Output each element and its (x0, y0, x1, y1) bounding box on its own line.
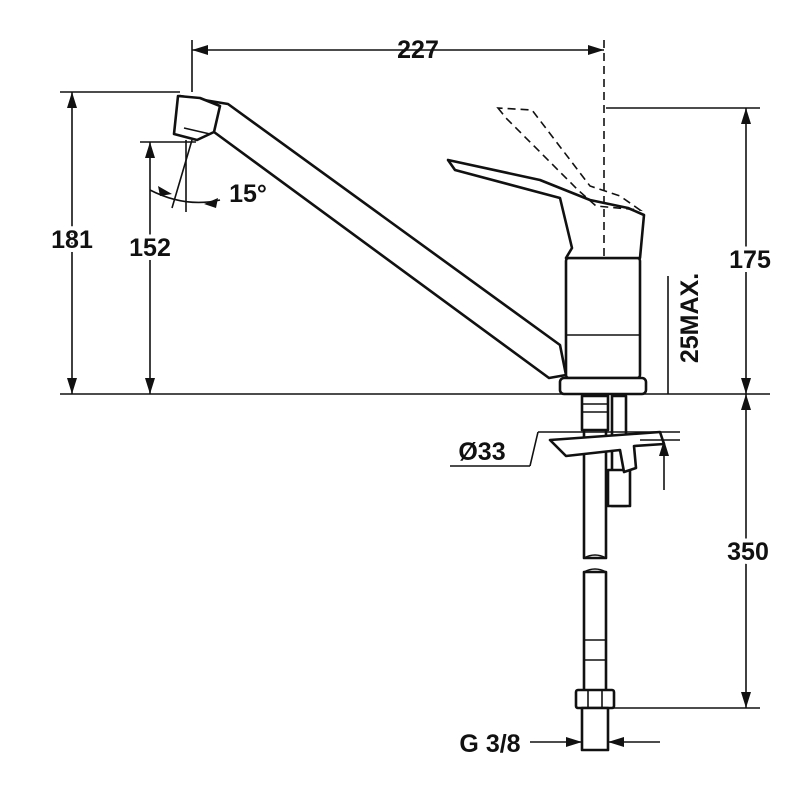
angle-arrow-left (158, 186, 172, 196)
supply-hose-lower (582, 570, 608, 694)
base-ring (558, 376, 648, 396)
lever-raised-position (496, 107, 643, 212)
angle-label: 15° (229, 180, 267, 208)
height-outlet-arrow-bottom (145, 378, 155, 394)
height-total-arrow-top (67, 92, 77, 108)
width-label: 227 (397, 36, 439, 64)
aerator (172, 94, 222, 142)
hose-length-arrow-top (741, 394, 751, 410)
shank-nut (580, 394, 610, 432)
diameter-arrow (659, 440, 669, 456)
hose-connector-thread (580, 706, 610, 752)
connection-arrow-left (566, 737, 582, 747)
body-height-arrow-bottom (741, 378, 751, 394)
hose-connector-nut (574, 688, 616, 710)
hose-length-arrow-bottom (741, 692, 751, 708)
mixer-body (564, 256, 642, 380)
connection-label: G 3/8 (459, 730, 520, 758)
angle-arrow-right (204, 198, 218, 208)
connection-arrow-right (608, 737, 624, 747)
max-thickness-label: 25MAX. (676, 273, 704, 363)
height-outlet-arrow-top (145, 142, 155, 158)
body-height-label: 175 (729, 246, 771, 274)
height-outlet-label: 152 (129, 234, 171, 262)
body-height-arrow-top (741, 108, 751, 124)
diameter-label: Ø33 (458, 438, 505, 466)
width-arrow-right (588, 45, 604, 55)
spout (174, 94, 568, 380)
hose-break-top (583, 554, 607, 559)
height-total-label: 181 (51, 226, 93, 254)
hose-break-bottom (583, 568, 607, 573)
width-arrow-left (192, 45, 208, 55)
aerator-detail (183, 127, 211, 135)
hose-length-label: 350 (727, 538, 769, 566)
diameter-leader-diag (529, 431, 539, 467)
stud-nut (606, 468, 632, 508)
lever-handle (446, 158, 646, 260)
height-total-arrow-bottom (67, 378, 77, 394)
angle-ref-tilted (171, 139, 193, 209)
fixing-bracket (548, 430, 666, 474)
